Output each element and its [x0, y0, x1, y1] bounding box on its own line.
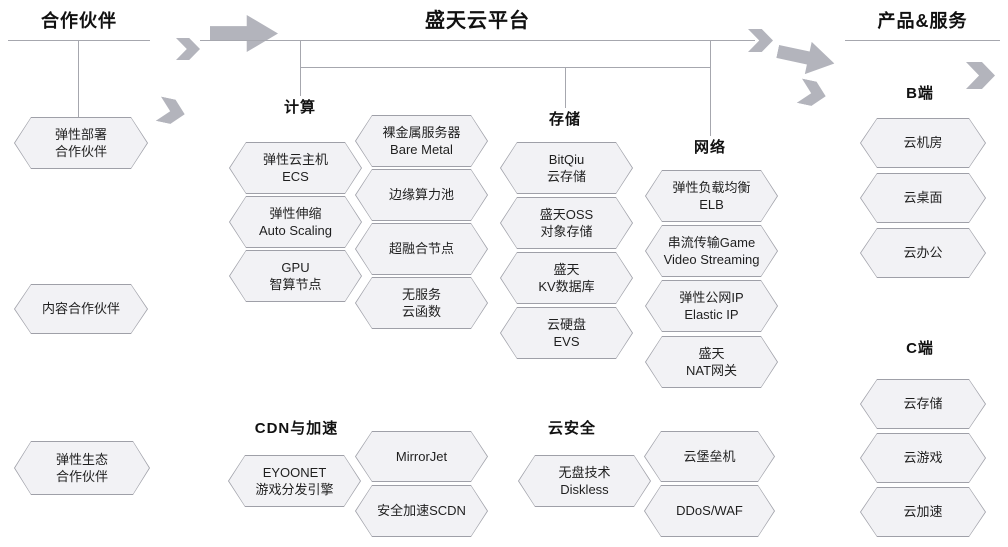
node-label: 内容合作伙伴	[41, 301, 120, 317]
node-cloud-desktop: 云桌面	[860, 173, 986, 223]
node-edge-pool: 边缘算力池	[355, 169, 488, 221]
node-serverless: 无服务 云函数	[355, 277, 488, 329]
node-label: 云办公	[903, 245, 943, 261]
node-label: BitQiu 云存储	[546, 151, 586, 184]
partners-connector-line	[78, 41, 79, 117]
node-elb: 弹性负载均衡 ELB	[645, 170, 778, 222]
node-bitqiu: BitQiu 云存储	[500, 142, 633, 194]
node-label: 裸金属服务器 Bare Metal	[382, 124, 461, 157]
node-cloud-storage: 云存储	[860, 379, 986, 429]
node-gpu: GPU 智算节点	[229, 250, 362, 302]
node-cloud-acceleration: 云加速	[860, 487, 986, 537]
node-auto-scaling: 弹性伸缩 Auto Scaling	[229, 196, 362, 248]
products-title: 产品&服务	[877, 11, 968, 31]
platform-underline	[200, 40, 755, 41]
node-mirrorjet: MirrorJet	[355, 431, 488, 482]
node-label: 弹性云主机 ECS	[262, 151, 328, 184]
flow-chevron-icon	[797, 78, 829, 108]
security-header: 云安全	[547, 420, 596, 437]
products-underline	[845, 40, 1000, 41]
c-side-header: C端	[906, 340, 934, 357]
node-label: 无服务 云函数	[401, 286, 441, 319]
node-label: 盛天 KV数据库	[538, 261, 595, 294]
node-label: 盛天OSS 对象存储	[539, 206, 594, 239]
compute-header: 计算	[283, 99, 316, 116]
connector-bar	[300, 67, 711, 68]
node-label: 云加速	[903, 504, 943, 520]
b-side-header: B端	[906, 85, 934, 102]
node-hyperconverged: 超融合节点	[355, 223, 488, 275]
node-cloud-office: 云办公	[860, 228, 986, 278]
node-label: 串流传输Game Video Streaming	[663, 234, 760, 267]
node-label: 云机房	[903, 135, 943, 151]
node-label: 云游戏	[903, 450, 943, 466]
node-label: 云硬盘 EVS	[546, 316, 586, 349]
platform-title: 盛天云平台	[425, 10, 530, 32]
node-label: 弹性部署 合作伙伴	[54, 126, 107, 159]
connector-line-storage	[565, 67, 566, 108]
node-game-streaming: 串流传输Game Video Streaming	[645, 225, 778, 277]
node-scdn: 安全加速SCDN	[355, 485, 488, 537]
flow-chevron-icon	[748, 29, 773, 52]
partners-title: 合作伙伴	[41, 11, 117, 31]
node-evs: 云硬盘 EVS	[500, 307, 633, 359]
node-label: EYOONET 游戏分发引擎	[255, 464, 334, 497]
node-ddos-waf: DDoS/WAF	[644, 485, 775, 537]
connector-line-network	[710, 41, 711, 136]
flow-chevron-icon	[176, 38, 200, 60]
node-label: 无盘技术 Diskless	[558, 464, 611, 497]
node-label: DDoS/WAF	[676, 503, 743, 519]
node-kv-db: 盛天 KV数据库	[500, 252, 633, 304]
node-label: MirrorJet	[395, 448, 448, 464]
network-header: 网络	[693, 139, 726, 156]
flow-chevron-icon	[156, 96, 188, 126]
node-label: 安全加速SCDN	[377, 503, 466, 519]
node-cloud-idc: 云机房	[860, 118, 986, 168]
node-ecs: 弹性云主机 ECS	[229, 142, 362, 194]
node-bastion: 云堡垒机	[644, 431, 775, 482]
node-nat-gateway: 盛天 NAT网关	[645, 336, 778, 388]
node-label: GPU 智算节点	[269, 259, 322, 292]
node-label: 盛天 NAT网关	[685, 345, 738, 378]
node-label: 云桌面	[903, 190, 943, 206]
node-bare-metal: 裸金属服务器 Bare Metal	[355, 115, 488, 167]
node-label: 弹性负载均衡 ELB	[672, 179, 751, 212]
flow-arrow-icon	[774, 35, 838, 79]
node-partner-eco: 弹性生态 合作伙伴	[14, 441, 150, 495]
node-diskless: 无盘技术 Diskless	[518, 455, 651, 507]
node-partner-content: 内容合作伙伴	[14, 284, 148, 334]
node-label: 云存储	[903, 396, 943, 412]
flow-chevron-icon	[966, 62, 995, 89]
node-label: 弹性公网IP Elastic IP	[679, 289, 744, 322]
node-label: 弹性伸缩 Auto Scaling	[259, 205, 332, 238]
node-eyoonet: EYOONET 游戏分发引擎	[228, 455, 361, 507]
node-oss: 盛天OSS 对象存储	[500, 197, 633, 249]
node-label: 边缘算力池	[388, 187, 454, 203]
partners-underline	[8, 40, 150, 41]
cdn-header: CDN与加速	[254, 420, 339, 437]
node-label: 超融合节点	[388, 241, 454, 257]
node-cloud-gaming: 云游戏	[860, 433, 986, 483]
node-partner-deploy: 弹性部署 合作伙伴	[14, 117, 148, 169]
node-label: 弹性生态 合作伙伴	[55, 451, 108, 484]
storage-header: 存储	[548, 111, 581, 128]
node-label: 云堡垒机	[683, 448, 736, 464]
node-eip: 弹性公网IP Elastic IP	[645, 280, 778, 332]
connector-line-compute	[300, 41, 301, 96]
